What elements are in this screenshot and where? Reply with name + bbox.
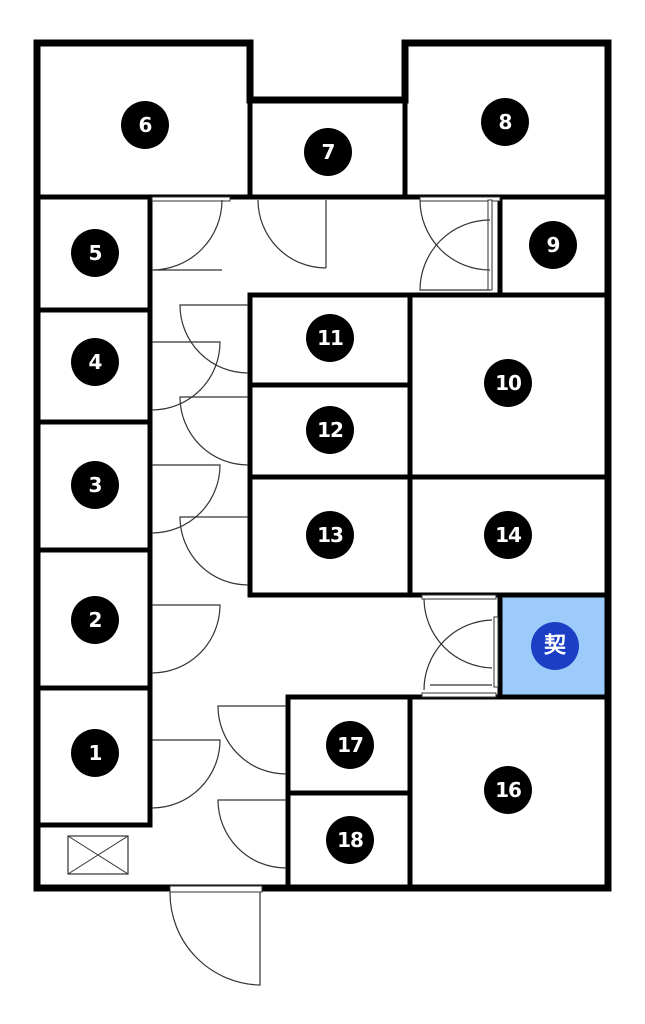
room-badge xyxy=(304,128,352,176)
door-room-9 xyxy=(419,199,491,291)
room-badge xyxy=(481,98,529,146)
room-17[interactable]: 17 xyxy=(326,721,374,769)
room-badge xyxy=(71,338,119,386)
room-badge xyxy=(326,721,374,769)
room-number: 12 xyxy=(317,418,343,442)
room-16[interactable]: 16 xyxy=(484,766,532,814)
room-number: 13 xyxy=(317,523,343,547)
door-room-1 xyxy=(151,739,221,809)
contracted-label: 契 xyxy=(543,634,567,659)
room-2[interactable]: 2 xyxy=(71,596,119,644)
room-number: 18 xyxy=(337,828,363,852)
room-4[interactable]: 4 xyxy=(71,338,119,386)
room-number: 3 xyxy=(89,473,102,497)
room-badge xyxy=(306,314,354,362)
room-badge xyxy=(121,101,169,149)
room-1[interactable]: 1 xyxy=(71,729,119,777)
room-12[interactable]: 12 xyxy=(306,406,354,454)
door-room-4 xyxy=(151,341,221,411)
room-11[interactable]: 11 xyxy=(306,314,354,362)
room-badge xyxy=(71,461,119,509)
contracted-badge: 契 xyxy=(531,622,579,670)
door-room-11 xyxy=(179,304,249,374)
room-badge xyxy=(529,221,577,269)
room-number: 7 xyxy=(322,140,335,164)
room-9[interactable]: 9 xyxy=(529,221,577,269)
door-room-12 xyxy=(179,396,249,466)
entrance-door xyxy=(169,891,261,986)
room-badge xyxy=(326,816,374,864)
room-badge xyxy=(306,511,354,559)
room-badge xyxy=(71,596,119,644)
room-number: 10 xyxy=(495,371,521,395)
room-number: 8 xyxy=(499,110,512,134)
room-number: 5 xyxy=(89,241,102,265)
door-contracted-room xyxy=(423,598,493,691)
door-room-18 xyxy=(217,799,287,869)
room-badge xyxy=(306,406,354,454)
room-badge xyxy=(484,511,532,559)
door-room-5 xyxy=(151,199,223,271)
room-5[interactable]: 5 xyxy=(71,229,119,277)
room-8[interactable]: 8 xyxy=(481,98,529,146)
doors xyxy=(151,196,501,986)
room-number: 14 xyxy=(495,523,521,547)
room-number: 1 xyxy=(89,741,102,765)
room-number: 16 xyxy=(495,778,521,802)
room-badge xyxy=(484,766,532,814)
room-badge xyxy=(484,359,532,407)
room-number: 11 xyxy=(317,326,343,350)
room-number: 4 xyxy=(89,350,102,374)
room-18[interactable]: 18 xyxy=(326,816,374,864)
room-10[interactable]: 10 xyxy=(484,359,532,407)
room-3[interactable]: 3 xyxy=(71,461,119,509)
room-badge xyxy=(71,229,119,277)
room-number: 2 xyxy=(89,608,102,632)
door-room-7 xyxy=(257,199,327,269)
entrance-door-frame xyxy=(169,885,263,893)
door-room-3 xyxy=(151,464,221,534)
room-14[interactable]: 14 xyxy=(484,511,532,559)
room-number: 9 xyxy=(547,233,560,257)
room-number: 6 xyxy=(139,113,152,137)
room-number: 17 xyxy=(337,733,363,757)
room-badge xyxy=(71,729,119,777)
door-room-13 xyxy=(179,516,249,586)
door-room-2 xyxy=(151,604,221,674)
room-13[interactable]: 13 xyxy=(306,511,354,559)
door-room-17 xyxy=(217,705,287,775)
room-7[interactable]: 7 xyxy=(304,128,352,176)
shaft-symbol xyxy=(67,835,129,875)
room-6[interactable]: 6 xyxy=(121,101,169,149)
